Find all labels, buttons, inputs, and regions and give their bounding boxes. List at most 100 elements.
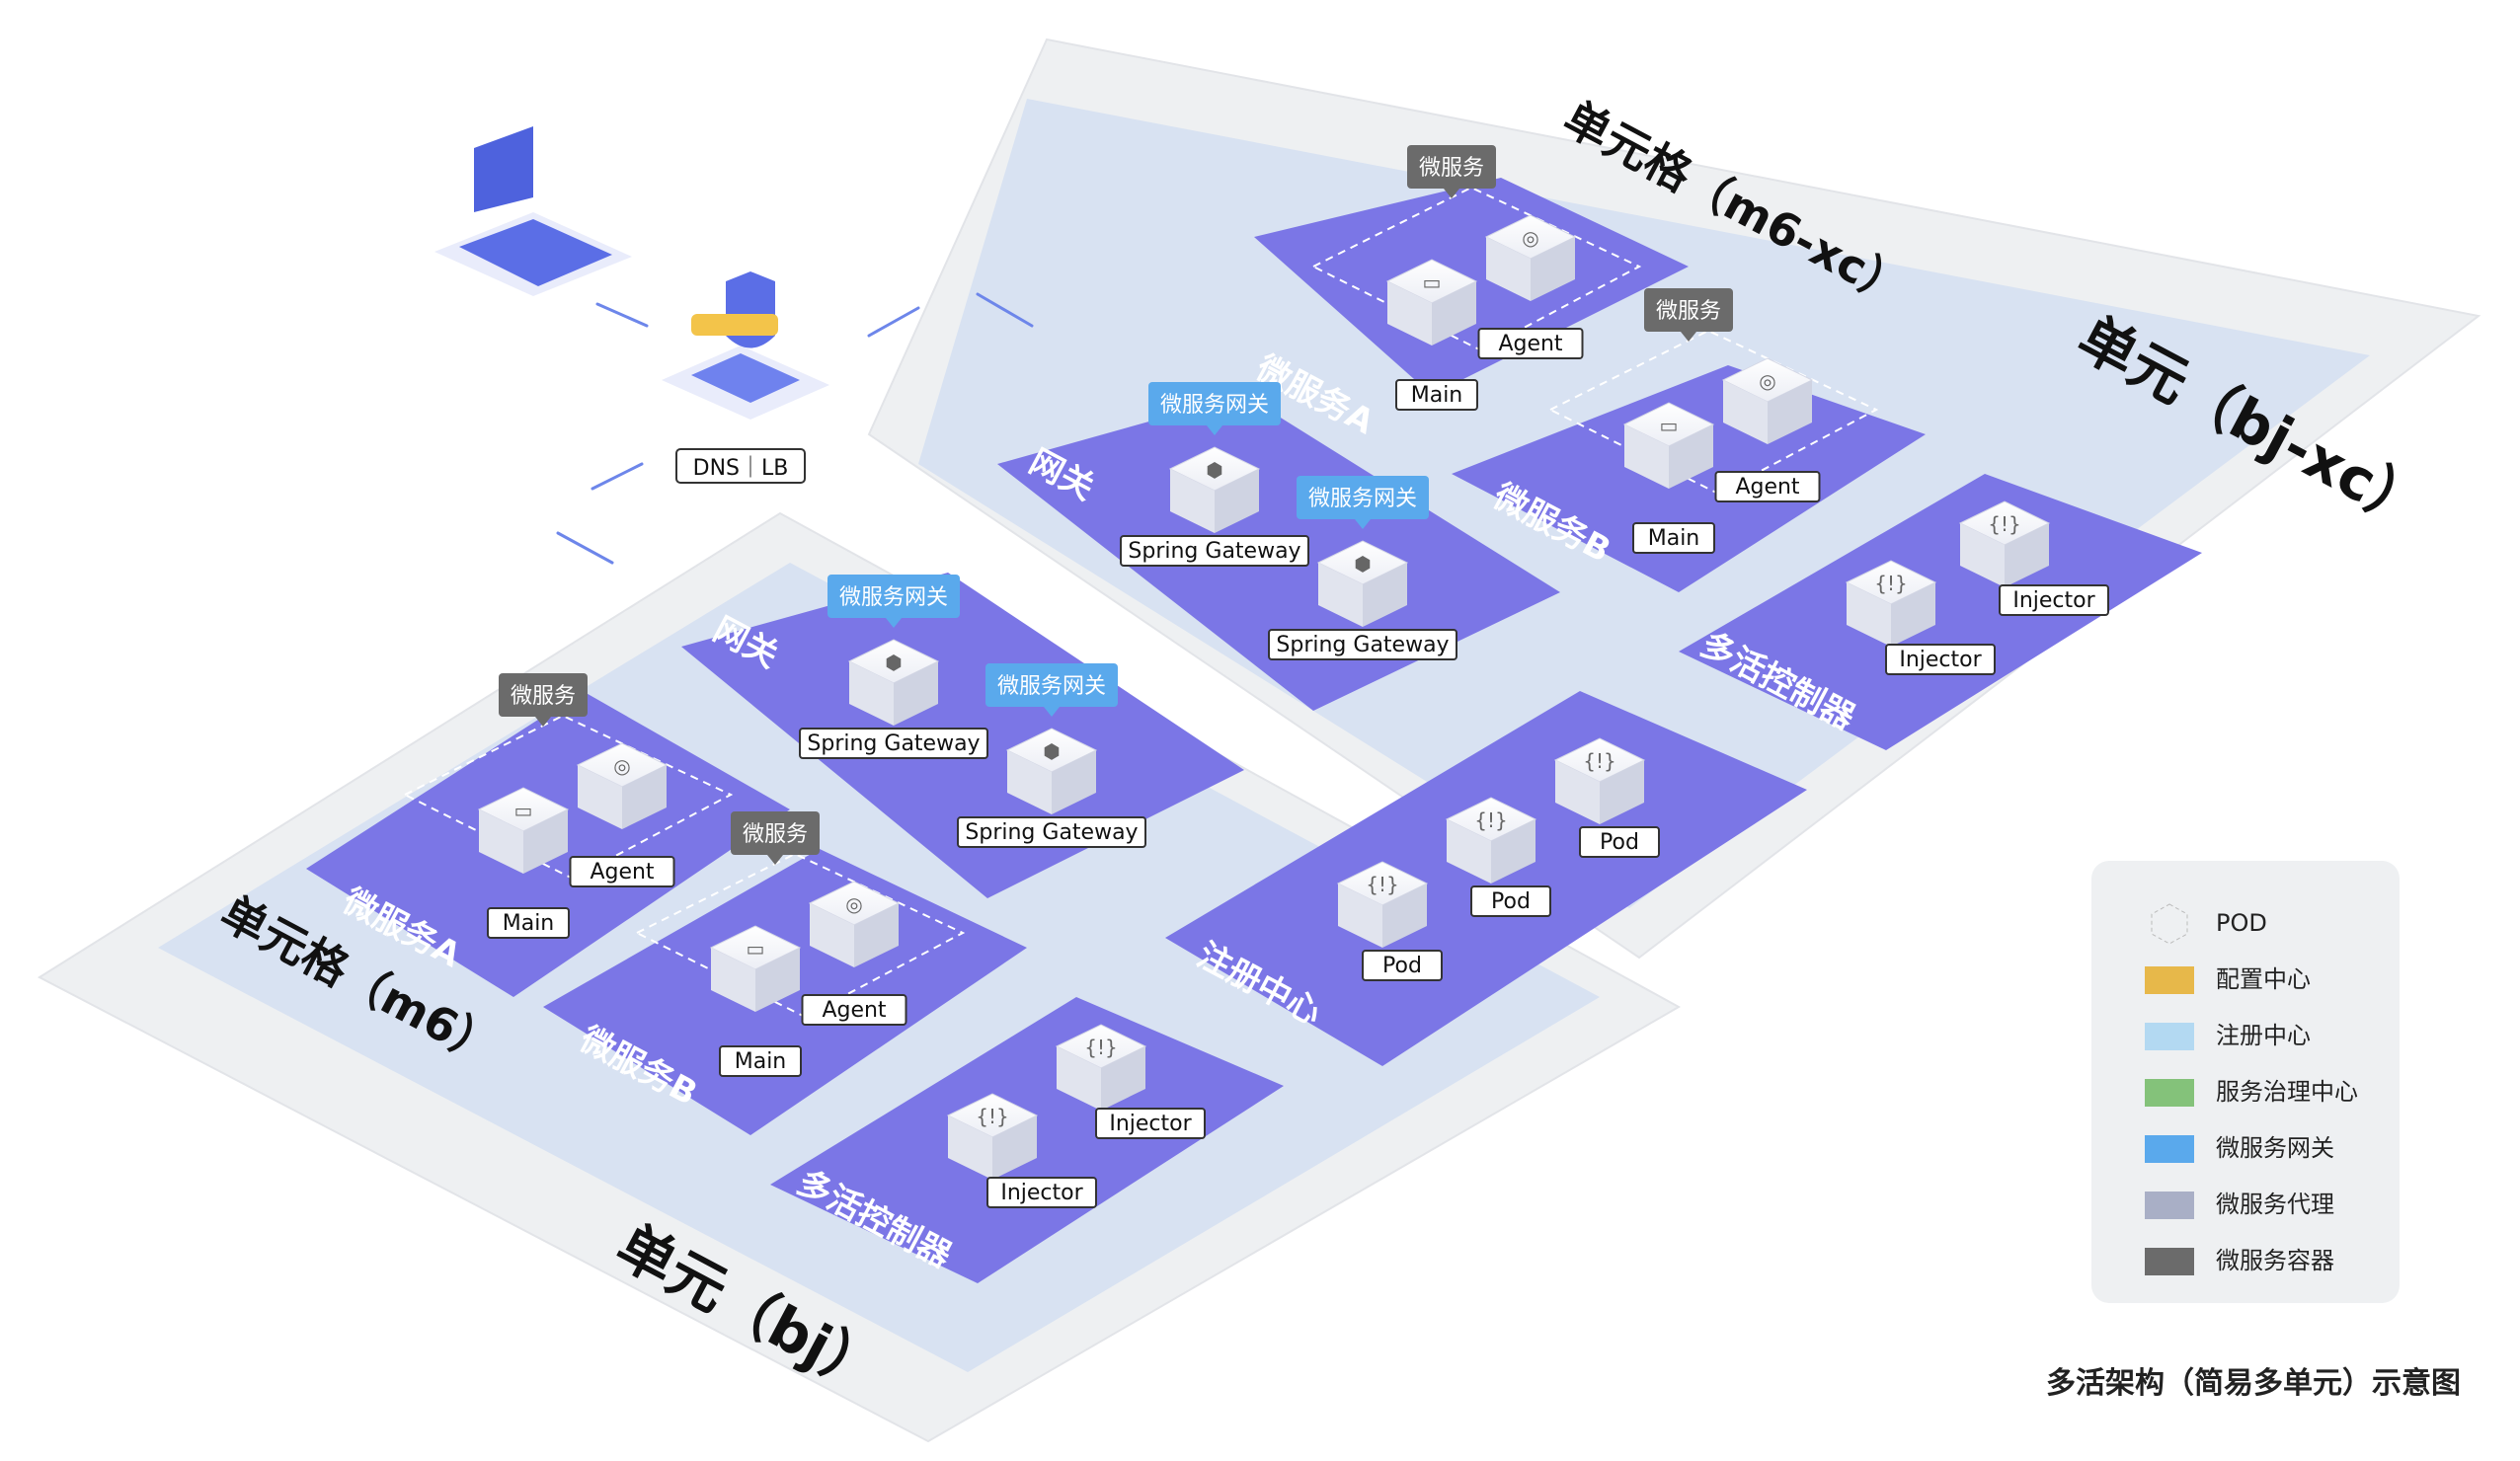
injector-icon: {!} [1874, 572, 1907, 595]
dns-lb-icon [662, 271, 829, 420]
main-container-icon: ▭ [1423, 270, 1442, 294]
svg-text:微服务网关: 微服务网关 [997, 674, 1106, 699]
legend-swatch [2145, 1248, 2194, 1275]
registry-pod-node: {!} [1336, 861, 1429, 948]
agent-label: Agent [1714, 471, 1821, 502]
svg-text:微服务: 微服务 [1419, 156, 1484, 181]
svg-text:微服务: 微服务 [1656, 299, 1721, 324]
legend-swatch [2145, 966, 2194, 994]
svg-text:微服务网关: 微服务网关 [839, 585, 948, 610]
main-node: ▭ [1385, 259, 1478, 346]
injector-label: Injector [1095, 1108, 1206, 1139]
legend-label: 服务治理中心 [2216, 1078, 2358, 1106]
legend-item: 服务治理中心 [2145, 1078, 2358, 1107]
legend-label: 微服务容器 [2216, 1247, 2334, 1274]
svg-text:Agent: Agent [1735, 475, 1799, 500]
svg-text:Pod: Pod [1382, 954, 1422, 978]
gateway-tag: 微服务网关 [827, 575, 960, 628]
main-label: Main [719, 1045, 802, 1077]
spring-gateway-label: Spring Gateway [957, 816, 1146, 848]
main-container-icon: ▭ [1660, 414, 1679, 437]
main-label: Main [487, 907, 570, 939]
gateway-tag: 微服务网关 [985, 663, 1118, 717]
agent-node: ◎ [808, 881, 901, 967]
svg-text:Injector: Injector [1109, 1112, 1192, 1136]
spring-gateway-label: Spring Gateway [799, 728, 988, 759]
main-node: ▭ [1622, 402, 1715, 489]
spring-gateway-node: ⬢ [1316, 540, 1409, 627]
svg-text:微服务: 微服务 [743, 822, 808, 847]
svg-text:Agent: Agent [1498, 332, 1562, 356]
injector-node: {!} [1958, 500, 2051, 587]
pod-label: Pod [1579, 826, 1660, 858]
agent-node: ◎ [576, 742, 669, 829]
injector-icon: {!} [1988, 512, 2020, 536]
pod-icon: {!} [1366, 873, 1398, 896]
injector-label: Injector [986, 1177, 1097, 1208]
main-container-icon: ▭ [747, 937, 765, 961]
gateway-tag: 微服务网关 [1148, 382, 1281, 435]
legend-label: 配置中心 [2216, 965, 2311, 993]
legend-label: POD [2216, 909, 2267, 937]
legend-swatch [2145, 1135, 2194, 1163]
legend-swatch [2145, 1079, 2194, 1107]
svg-text:微服务网关: 微服务网关 [1160, 393, 1269, 418]
gateway-tag: 微服务网关 [1297, 476, 1429, 529]
gateway-hex-icon: ⬢ [1043, 739, 1060, 763]
pod-boundary [634, 852, 966, 1019]
pod-boundary [1310, 186, 1642, 352]
svg-text:Injector: Injector [1899, 648, 1982, 672]
legend-swatch [2145, 1192, 2194, 1219]
agent-node: ◎ [1484, 214, 1577, 301]
microservice-tag: 微服务 [731, 811, 820, 865]
spring-gateway-node: ⬢ [847, 639, 940, 726]
spring-gateway-node: ⬢ [1005, 728, 1098, 814]
registry-pod-node: {!} [1553, 737, 1646, 824]
svg-text:Main: Main [1648, 526, 1700, 551]
spring-gateway-label: Spring Gateway [1120, 535, 1309, 567]
legend-item: POD [2151, 903, 2267, 945]
svg-text:Main: Main [503, 911, 555, 936]
legend-item: 微服务容器 [2145, 1247, 2334, 1275]
svg-text:Pod: Pod [1600, 830, 1639, 855]
microservice-tag: 微服务 [1407, 145, 1496, 198]
main-label: Main [1632, 522, 1715, 554]
injector-icon: {!} [976, 1105, 1008, 1128]
dns-lb-label: DNS｜LB [693, 456, 789, 481]
svg-text:Spring Gateway: Spring Gateway [1128, 539, 1300, 564]
main-container-icon: ▭ [514, 799, 533, 822]
agent-label: Agent [801, 994, 907, 1026]
svg-text:Agent: Agent [590, 860, 654, 884]
injector-node: {!} [946, 1093, 1039, 1180]
main-node: ▭ [477, 787, 570, 874]
svg-text:Pod: Pod [1491, 889, 1531, 914]
injector-node: {!} [1845, 560, 1937, 647]
gateway-hex-icon: ⬢ [1354, 552, 1371, 576]
legend-item: 注册中心 [2145, 1022, 2311, 1050]
pod-boundary [1547, 329, 1879, 496]
pod-icon: {!} [1474, 808, 1507, 832]
svg-text:Injector: Injector [2012, 588, 2095, 613]
svg-text:Spring Gateway: Spring Gateway [965, 820, 1138, 845]
agent-icon: ◎ [1759, 369, 1775, 393]
agent-label: Agent [1477, 328, 1584, 359]
microservice-tag: 微服务 [499, 673, 588, 727]
microservice-tag: 微服务 [1644, 288, 1733, 342]
diagram-caption: 多活架构（简易多单元）示意图 [2046, 1366, 2461, 1401]
injector-icon: {!} [1084, 1036, 1117, 1059]
legend-item: 微服务网关 [2145, 1134, 2334, 1163]
gateway-hex-icon: ⬢ [885, 651, 902, 674]
dns-lb-tag-box [675, 448, 806, 484]
traffic-lines [556, 292, 1034, 565]
legend-label: 微服务网关 [2216, 1134, 2334, 1162]
spring-gateway-node: ⬢ [1168, 446, 1261, 533]
svg-text:Agent: Agent [822, 998, 886, 1023]
injector-label: Injector [1885, 644, 1996, 675]
agent-node: ◎ [1721, 357, 1814, 444]
registry-pod-node: {!} [1445, 797, 1537, 884]
agent-label: Agent [569, 856, 675, 887]
spring-gateway-label: Spring Gateway [1268, 629, 1457, 660]
